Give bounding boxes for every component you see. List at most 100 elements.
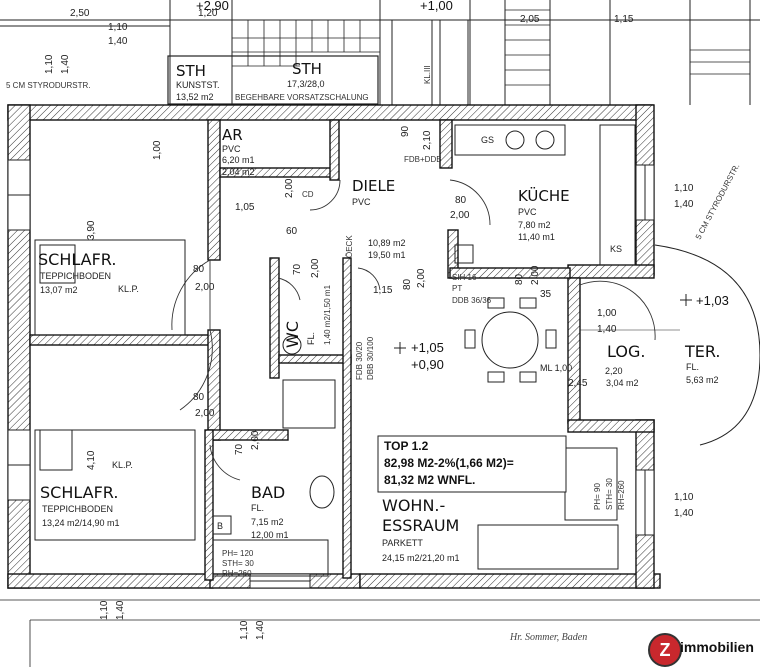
level-top-left: +2,90: [196, 0, 229, 13]
ar-name: AR: [222, 126, 243, 144]
dbb-label: DBB 30/100: [366, 336, 375, 380]
sth-left-floor: KUNSTST.: [176, 80, 220, 90]
beg-label: BEGEHBARE VORSATZSCHALUNG: [235, 93, 369, 102]
terrasse-floor: FL.: [686, 362, 699, 372]
loggia-area: 3,04 m2: [606, 378, 639, 388]
bottom-outline: [0, 599, 760, 667]
dim-060: 60: [286, 226, 298, 237]
brand-logo: Z immobilien: [648, 633, 760, 667]
sth-left-name: STH: [176, 62, 206, 80]
wohn-floor: PARKETT: [382, 538, 423, 548]
diele-floor: PVC: [352, 197, 371, 207]
dim-200-bad: 2,00: [250, 430, 261, 450]
logo-mark: Z: [648, 633, 682, 667]
ar-perimeter: 2,04 m2: [222, 167, 255, 177]
dim-035: 35: [540, 289, 552, 300]
sth-bad: STH= 30: [222, 559, 254, 568]
bad-name: BAD: [251, 483, 285, 502]
dim-080-s1: 80: [193, 264, 205, 275]
top-line-3: 81,32 M2 WNFL.: [384, 473, 475, 487]
fdb-dd-label: FDB+DDB: [404, 155, 442, 164]
dim-245: 2,45: [568, 378, 588, 389]
walls: [7, 104, 661, 589]
styro-label: 5 CM STYRODURSTR.: [694, 162, 742, 241]
dim-115-mid: 1,15: [373, 285, 393, 296]
dim-080-k2: 80: [514, 273, 525, 285]
top-area: [0, 0, 760, 112]
sth-wohn: STH= 30: [605, 478, 614, 510]
loggia-ml: ML 1,00: [540, 363, 572, 373]
dim-090-kitchen: 90: [400, 125, 411, 137]
dim-210: 2,10: [422, 130, 433, 150]
furniture: [34, 124, 636, 577]
dim-140-b: 1,40: [60, 54, 71, 74]
level-wohn-2: +0,90: [411, 357, 444, 372]
dim-140-log: 1,40: [597, 324, 617, 335]
schlafr2-area: 13,24 m2/14,90 m1: [42, 518, 120, 528]
dim-110-k: 1,10: [674, 183, 694, 194]
kueche-area: 7,80 m2: [518, 220, 551, 230]
dim-140-a: 1,40: [108, 36, 128, 47]
terrasse-name: TER.: [684, 342, 721, 361]
dim-140-w: 1,40: [674, 508, 694, 519]
ddb-label: DDB 36/36: [452, 296, 492, 305]
loggia-name: LOG.: [607, 342, 645, 361]
schlafr1-mark: KL.P.: [118, 284, 139, 294]
styro-top-label: 5 CM STYRODURSTR.: [6, 81, 90, 90]
fdb-label: FDB 30/20: [355, 341, 364, 380]
dim-140-k: 1,40: [674, 199, 694, 210]
dim-110-bot2: 1,10: [239, 620, 250, 640]
dim-115-top: 1,15: [614, 14, 634, 25]
diele-name: DIELE: [352, 177, 395, 195]
dim-100-bed: 1,00: [152, 140, 163, 160]
dim-200-k2: 2,00: [530, 265, 541, 285]
level-terrasse: +1,03: [696, 293, 729, 308]
dim-200-wc: 2,00: [310, 258, 321, 278]
kueche-name: KÜCHE: [518, 186, 570, 205]
dim-100-log: 1,00: [597, 308, 617, 319]
dim-410: 4,10: [86, 450, 97, 470]
dim-110-w: 1,10: [674, 492, 694, 503]
bad-floor: FL.: [251, 503, 264, 513]
windows: [7, 159, 655, 589]
dim-200-mid: 2,00: [416, 268, 427, 288]
ar-area: 6,20 m1: [222, 155, 255, 165]
rh-bad: RH=260: [222, 569, 252, 578]
schlafr1-area: 13,07 m2: [40, 285, 78, 295]
logo-text: immobilien: [680, 639, 754, 655]
schlafr2-floor: TEPPICHBODEN: [42, 504, 113, 514]
top-summary: TOP 1.2 82,98 M2-2%(1,66 M2)= 81,32 M2 W…: [377, 435, 567, 493]
level-top-mid: +1,00: [420, 0, 453, 13]
terrasse-area: 5,63 m2: [686, 375, 719, 385]
dimensions: 2,50 1,10 1,40 1,20 2,05 1,15 1,10 1,40 …: [44, 8, 694, 640]
dim-200-k: 2,00: [450, 210, 470, 221]
dim-070-bad: 70: [234, 443, 245, 455]
wohn-name-1: WOHN.-: [382, 496, 445, 515]
kueche-ks: KS: [610, 244, 622, 254]
ph-wohn: PH= 90: [593, 483, 602, 510]
loggia-dim: 2,20: [605, 366, 623, 376]
sth-mid-name: STH: [292, 60, 322, 78]
dim-140-bot: 1,40: [115, 600, 126, 620]
oeck-label: ÖECK: [345, 235, 354, 258]
dim-110-bot: 1,10: [99, 600, 110, 620]
kl3-label: KL.III: [423, 65, 432, 84]
schlafr1-name: SCHLAFR.: [38, 250, 116, 269]
schlafr2-mark: KL.P.: [112, 460, 133, 470]
ph-bad: PH= 120: [222, 549, 254, 558]
dim-140-bot2: 1,40: [255, 620, 266, 640]
ar-floor: PVC: [222, 144, 241, 154]
dim-105: 1,05: [235, 202, 255, 213]
dim-080-mid: 80: [402, 278, 413, 290]
sth-mid-dims: 17,3/28,0: [287, 79, 325, 89]
wc-floor: FL.: [306, 332, 316, 345]
dim-205-top: 2,05: [520, 14, 540, 25]
dim-200-s2: 2,00: [195, 408, 215, 419]
bad-area: 7,15 m2: [251, 517, 284, 527]
dim-200-s1: 2,00: [195, 282, 215, 293]
wohn-area: 24,15 m2/21,20 m1: [382, 553, 460, 563]
dim-110-b: 1,10: [44, 54, 55, 74]
dim-110-a: 1,10: [108, 22, 128, 33]
bad-b: B: [217, 521, 223, 531]
